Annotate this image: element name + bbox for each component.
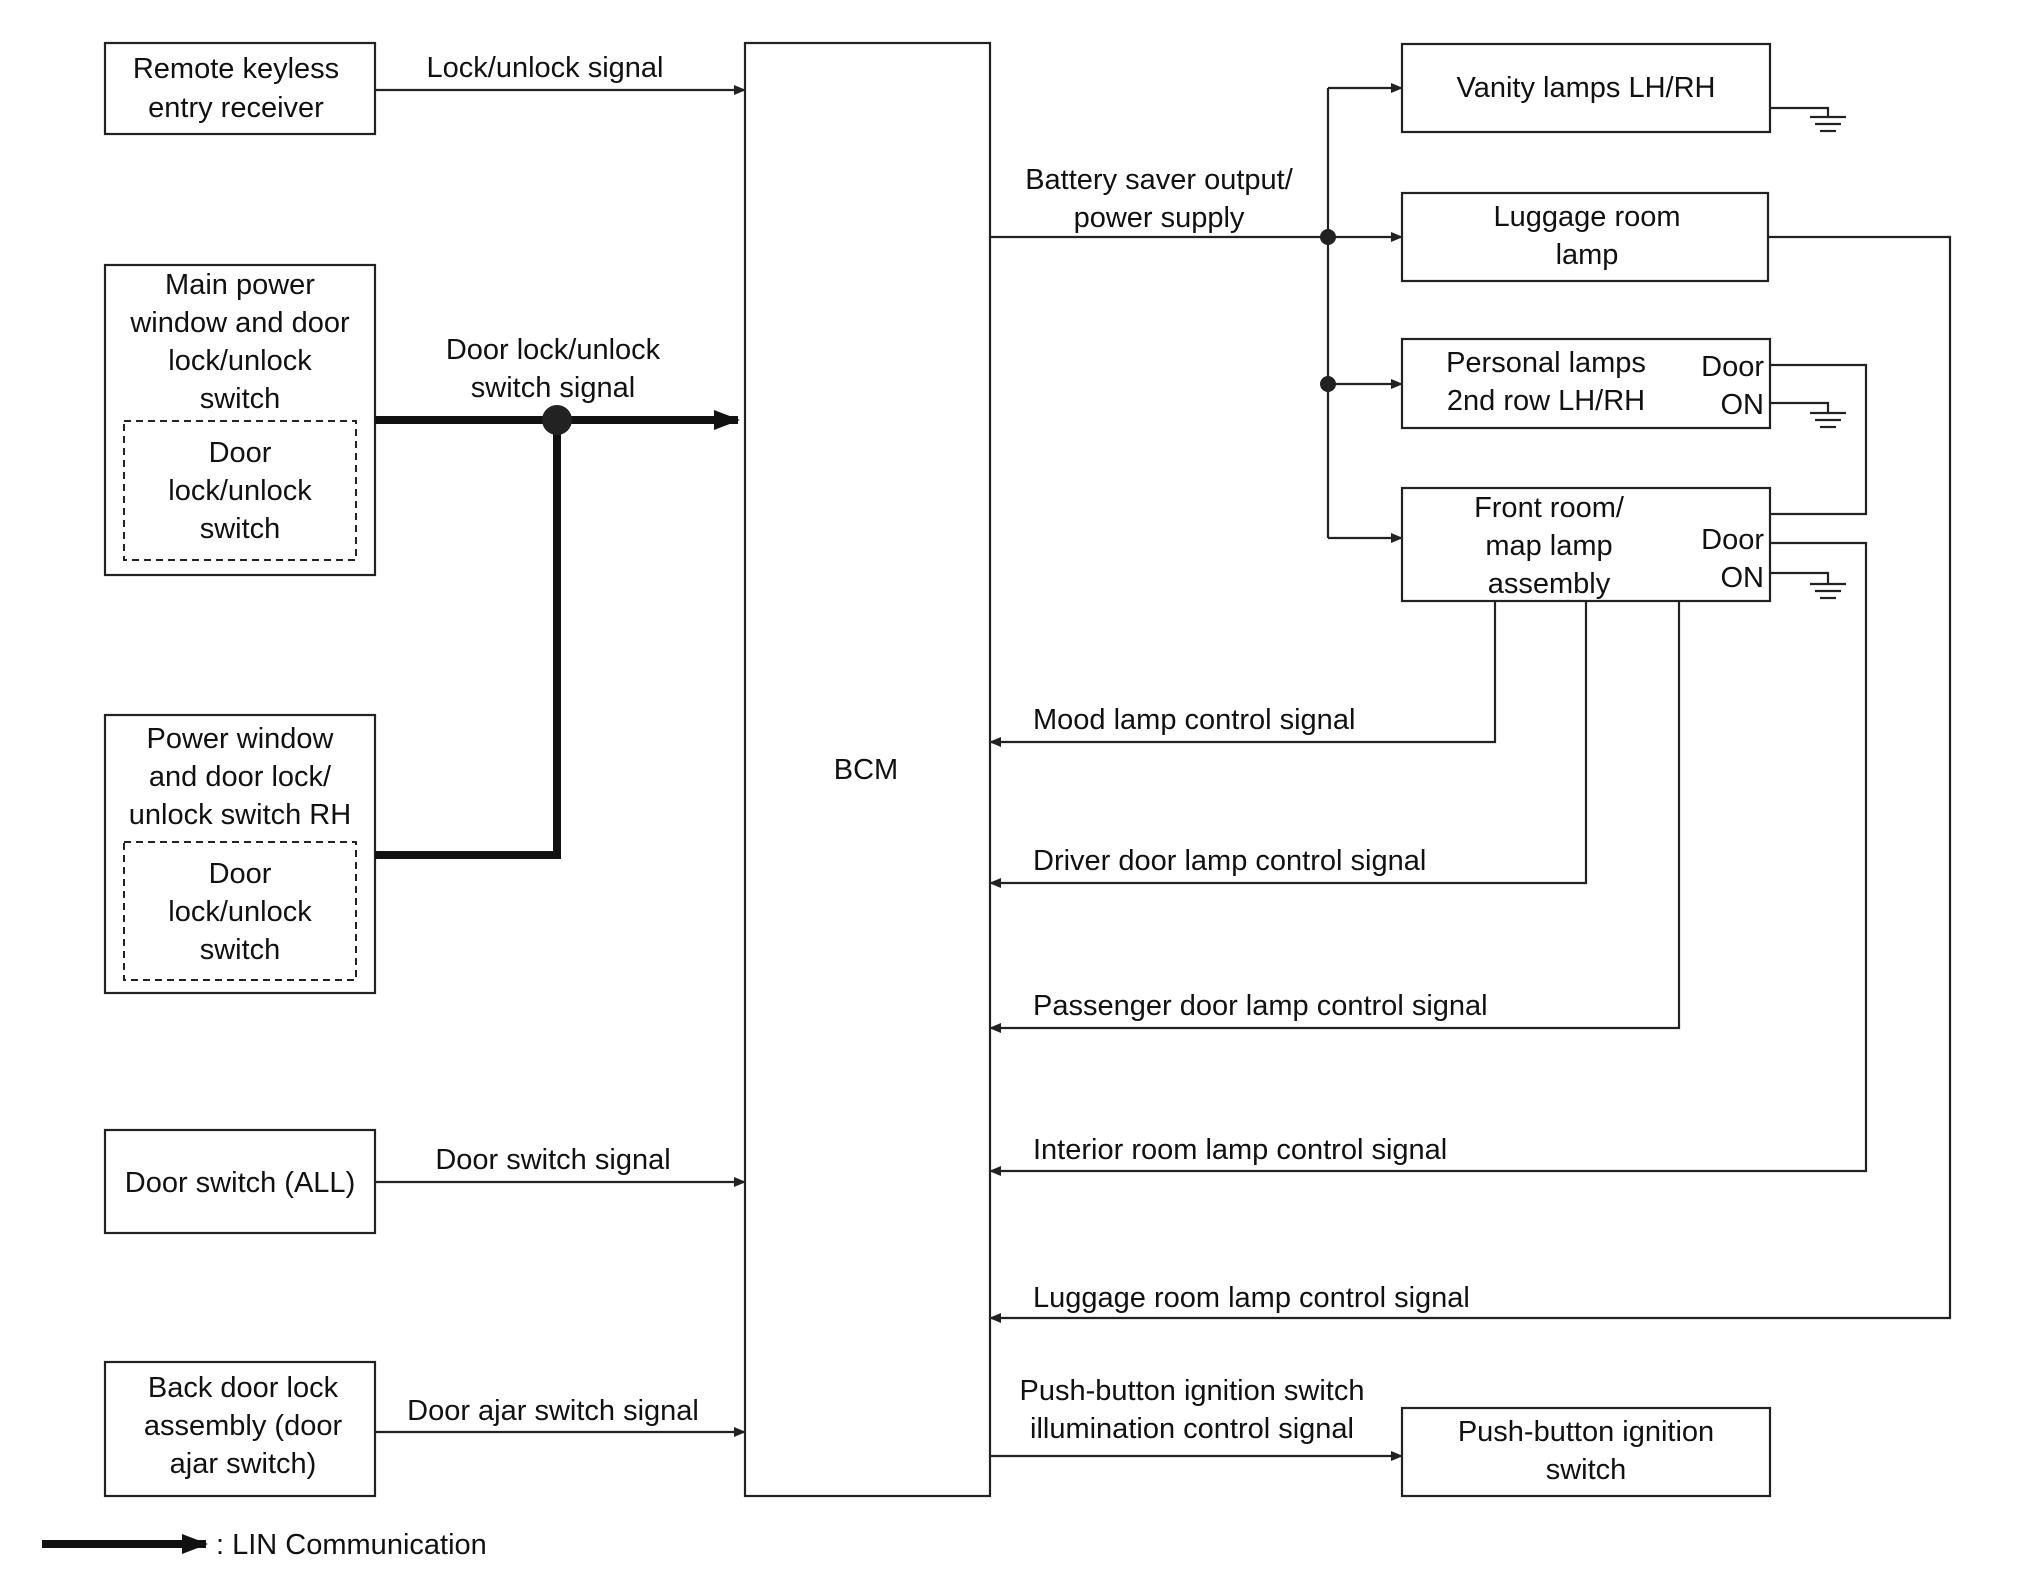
vanity-lamps-box: [1400, 42, 1772, 134]
door-switch-all-label: Door switch (ALL): [125, 1167, 355, 1199]
personal-front-door-link-wire: [1770, 363, 1868, 516]
driver-door-lamp-signal-wire: [989, 601, 1588, 888]
main-pw-inner-door-switch-box: [123, 420, 357, 561]
pw-rh-line-3: unlock switch RH: [129, 799, 351, 831]
main-pw-line-1: Main power: [165, 269, 315, 301]
push-button-ignition-switch-box: [1400, 1406, 1772, 1498]
push-button-signal-line-1: Push-button ignition switch: [1020, 1375, 1365, 1407]
personal-line-2: 2nd row LH/RH: [1447, 385, 1645, 417]
lock-unlock-signal-label: Lock/unlock signal: [427, 52, 664, 84]
main-pw-inner-line-2: lock/unlock: [168, 475, 312, 507]
personal-ground-icon: [1770, 401, 1846, 429]
passenger-door-lamp-signal-label: Passenger door lamp control signal: [1033, 990, 1488, 1022]
personal-lamps-box: [1400, 337, 1772, 430]
personal-door-label: Door: [1701, 351, 1764, 383]
interior-room-lamp-signal-label: Interior room lamp control signal: [1033, 1134, 1447, 1166]
front-room-on-label: ON: [1721, 562, 1765, 594]
bcm-box: [743, 41, 992, 1498]
pw-rh-inner-door-switch-box: [123, 841, 357, 981]
push-button-line-1: Push-button ignition: [1458, 1416, 1714, 1448]
personal-on-label: ON: [1721, 389, 1765, 421]
back-door-line-1: Back door lock: [148, 1372, 339, 1404]
front-room-line-1: Front room/: [1474, 492, 1625, 524]
vanity-ground-icon: [1770, 106, 1846, 133]
main-pw-inner-line-3: switch: [200, 513, 281, 545]
battery-saver-line-2: power supply: [1074, 202, 1245, 234]
back-door-line-3: ajar switch): [170, 1448, 317, 1480]
rke-line-2: entry receiver: [148, 92, 324, 124]
front-room-line-2: map lamp: [1485, 530, 1612, 562]
lin-bus-rh-wire: [375, 420, 561, 859]
lin-junction-dot: [542, 405, 572, 435]
back-door-lock-assembly-box: [103, 1360, 377, 1498]
vanity-lamps-label: Vanity lamps LH/RH: [1457, 72, 1716, 104]
rke-line-1: Remote keyless: [133, 53, 339, 85]
main-pw-line-2: window and door: [129, 307, 350, 339]
pw-rh-inner-line-2: lock/unlock: [168, 896, 312, 928]
power-window-switch-rh-box: [103, 713, 377, 995]
main-pw-inner-line-1: Door: [209, 437, 272, 469]
main-pw-line-4: switch: [200, 383, 281, 415]
main-pw-line-3: lock/unlock: [168, 345, 312, 377]
interior-room-lamp-signal-wire: [989, 541, 1868, 1176]
battery-saver-line-1: Battery saver output/: [1025, 164, 1294, 196]
pw-rh-inner-line-3: switch: [200, 934, 281, 966]
luggage-room-lamp-signal-wire: [989, 235, 1952, 1323]
front-room-ground-icon: [1770, 571, 1846, 600]
legend-lin-label: : LIN Communication: [216, 1529, 487, 1561]
luggage-room-lamp-signal-label: Luggage room lamp control signal: [1033, 1282, 1470, 1314]
door-switch-signal-label: Door switch signal: [435, 1144, 670, 1176]
personal-line-1: Personal lamps: [1446, 347, 1646, 379]
bcm-label: BCM: [834, 754, 898, 786]
luggage-line-2: lamp: [1556, 239, 1619, 271]
door-lock-signal-line-2: switch signal: [471, 372, 635, 404]
passenger-door-lamp-signal-wire: [989, 601, 1681, 1033]
push-button-signal-line-2: illumination control signal: [1030, 1413, 1354, 1445]
pw-rh-line-2: and door lock/: [149, 761, 332, 793]
back-door-line-2: assembly (door: [144, 1410, 343, 1442]
front-room-line-3: assembly: [1488, 568, 1611, 600]
door-ajar-signal-label: Door ajar switch signal: [407, 1395, 699, 1427]
luggage-room-lamp-box: [1400, 191, 1770, 283]
door-lock-signal-line-1: Door lock/unlock: [446, 334, 661, 366]
driver-door-lamp-signal-label: Driver door lamp control signal: [1033, 845, 1426, 877]
remote-keyless-entry-receiver-box: [103, 41, 377, 136]
pw-rh-line-1: Power window: [147, 723, 335, 755]
luggage-line-1: Luggage room: [1493, 201, 1680, 233]
push-button-line-2: switch: [1546, 1454, 1627, 1486]
pw-rh-inner-line-1: Door: [209, 858, 272, 890]
mood-lamp-signal-wire: [989, 601, 1497, 747]
mood-lamp-signal-label: Mood lamp control signal: [1033, 704, 1355, 736]
front-room-door-label: Door: [1701, 524, 1764, 556]
